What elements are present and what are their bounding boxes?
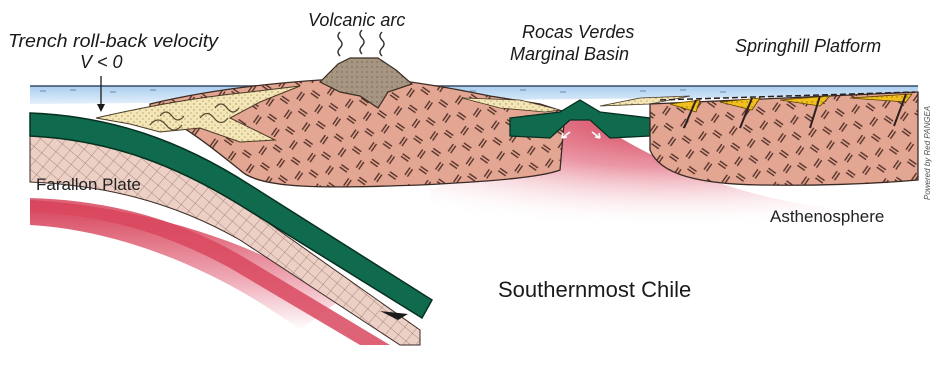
label-basin-line1: Rocas Verdes [522, 22, 634, 42]
label-velocity: V < 0 [80, 52, 123, 72]
label-asthenosphere: Asthenosphere [770, 207, 884, 226]
label-volcanic-arc: Volcanic arc [308, 10, 405, 30]
volcanic-smoke [338, 30, 384, 56]
label-region: Southernmost Chile [498, 277, 691, 302]
label-farallon: Farallon Plate [36, 175, 141, 194]
label-trench: Trench roll-back velocity [8, 31, 219, 51]
label-platform: Springhill Platform [735, 36, 881, 56]
trench-velocity-arrowhead [97, 104, 105, 112]
label-basin-line2: Marginal Basin [510, 44, 629, 64]
label-credit: Powered by Red PANGEA [923, 106, 932, 200]
